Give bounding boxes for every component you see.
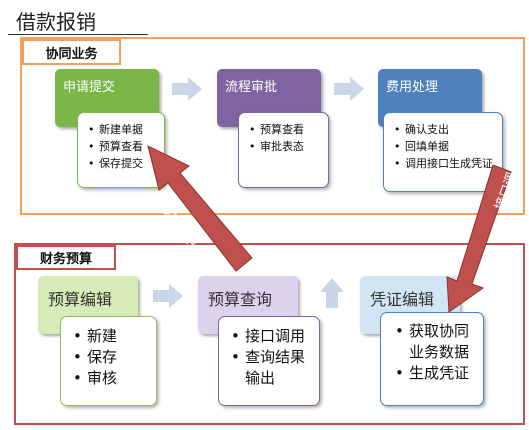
section-frame-top — [20, 37, 525, 215]
step-detail-budget-edit: 新建 保存 审核 — [60, 316, 157, 406]
list-item: 预算查看 — [88, 138, 164, 155]
list-item: 保存提交 — [88, 155, 164, 172]
step-detail-budget-query: 接口调用 查询结果输出 — [218, 316, 320, 406]
flow-arrow-right-icon — [153, 284, 183, 308]
flow-arrow-right-icon — [172, 77, 202, 101]
list-item: 新建单据 — [88, 121, 164, 138]
list-item: 保存 — [73, 347, 156, 368]
step-detail-apply: 新建单据 预算查看 保存提交 — [77, 112, 165, 188]
list-item: 新建 — [73, 326, 156, 347]
interface-call-arrow-right-icon — [446, 164, 512, 313]
step-detail-voucher-edit: 获取协同业务数据 生成凭证 — [380, 312, 484, 406]
list-item: 生成凭证 — [395, 363, 477, 384]
list-item: 回填单据 — [394, 138, 502, 155]
list-item: 接口调用 — [231, 326, 315, 347]
list-item: 审核 — [73, 368, 156, 389]
list-item: 获取协同业务数据 — [395, 321, 477, 363]
step-detail-approval: 预算查看 审批表态 — [238, 112, 329, 188]
list-item: 审批表态 — [249, 138, 328, 155]
section-frame-bottom — [14, 243, 525, 425]
list-item: 调用接口生成凭证 — [394, 155, 502, 172]
flow-arrow-up-icon — [320, 278, 344, 308]
title-underline — [8, 34, 148, 35]
flow-arrow-right-icon — [334, 77, 364, 101]
section-label-top: 协同业务 — [22, 39, 121, 65]
list-item: 预算查看 — [249, 121, 328, 138]
step-detail-expense: 确认支出 回填单据 调用接口生成凭证 — [383, 112, 503, 192]
section-label-bottom: 财务预算 — [16, 245, 116, 270]
list-item: 确认支出 — [394, 121, 502, 138]
page-title: 借款报销 — [16, 10, 96, 34]
list-item: 查询结果输出 — [231, 347, 315, 389]
interface-call-arrow-left-icon — [147, 145, 253, 272]
